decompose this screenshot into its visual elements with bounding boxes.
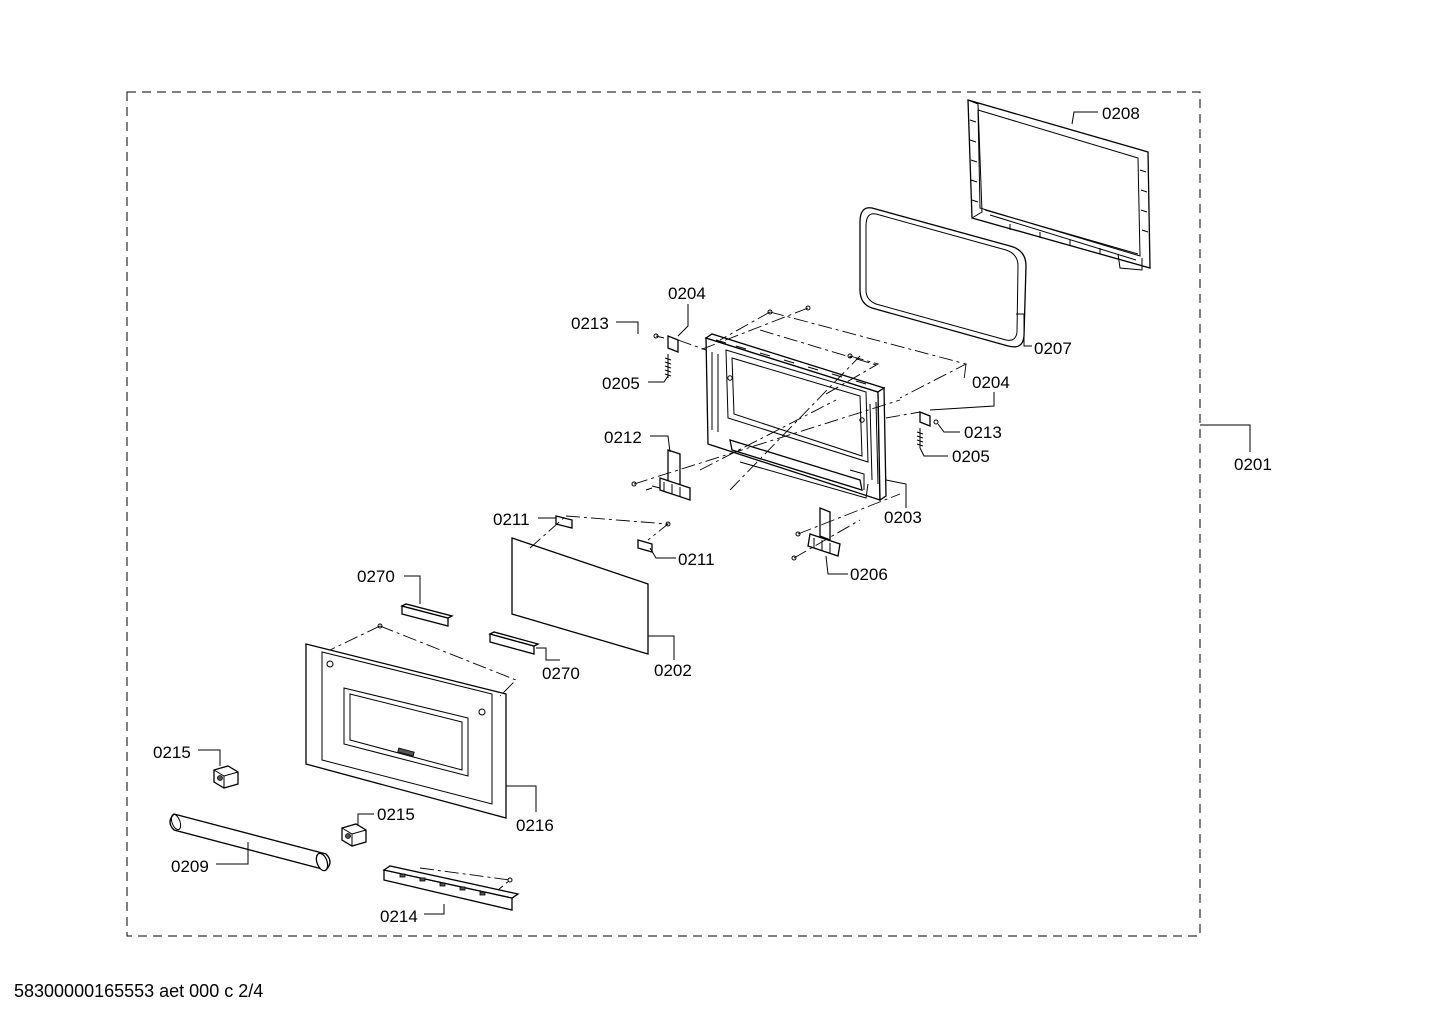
part-0215-handle-mount-lower[interactable] <box>341 823 367 847</box>
label-0201: 0201 <box>1234 455 1272 474</box>
label-0203: 0203 <box>884 508 922 527</box>
part-0202-glass-panel[interactable] <box>511 537 649 655</box>
part-0208-back-frame[interactable] <box>967 99 1151 271</box>
part-0205-spring-right[interactable] <box>916 428 924 448</box>
label-0270-upper: 0270 <box>357 567 395 586</box>
part-0270-trim-strip-lower[interactable] <box>488 631 540 655</box>
label-0216: 0216 <box>516 816 554 835</box>
part-0206-hinge-right[interactable] <box>807 507 841 557</box>
label-0205-left: 0205 <box>602 374 640 393</box>
part-0207-door-seal[interactable] <box>859 207 1027 348</box>
label-0209: 0209 <box>171 857 209 876</box>
part-0213-screw-right[interactable] <box>933 419 939 425</box>
label-0202: 0202 <box>654 661 692 680</box>
label-0205-right: 0205 <box>952 447 990 466</box>
label-0206: 0206 <box>850 565 888 584</box>
part-0214-bottom-strip[interactable] <box>382 865 520 911</box>
label-0204-right: 0204 <box>972 373 1010 392</box>
document-footer: 58300000165553 aet 000 c 2/4 <box>14 981 264 1001</box>
label-0212: 0212 <box>604 428 642 447</box>
part-0270-trim-strip-upper[interactable] <box>400 603 454 627</box>
part-0211-clip-left[interactable] <box>555 515 573 529</box>
label-0211-right: 0211 <box>678 550 715 569</box>
part-0216-outer-door-glass[interactable] <box>305 643 507 819</box>
part-0211-clip-right[interactable] <box>637 539 653 553</box>
part-labels: 0208 0207 0201 0213 0204 0205 0204 0213 … <box>153 104 1272 926</box>
label-0270-lower: 0270 <box>542 664 580 683</box>
label-0211-left: 0211 <box>493 510 530 529</box>
assembly-lines <box>329 307 968 891</box>
label-0215-upper: 0215 <box>153 743 191 762</box>
label-0215-lower: 0215 <box>377 805 415 824</box>
label-0214: 0214 <box>380 907 418 926</box>
part-0204-bracket-left[interactable] <box>667 335 679 353</box>
part-0215-handle-mount-upper[interactable] <box>213 765 239 789</box>
label-0208: 0208 <box>1102 104 1140 123</box>
label-0213-left: 0213 <box>571 314 609 333</box>
leader-lines <box>198 111 1251 915</box>
label-0207: 0207 <box>1034 339 1072 358</box>
part-0213-screw-left[interactable] <box>653 333 665 339</box>
label-0204-left: 0204 <box>668 284 706 303</box>
part-0205-spring-left[interactable] <box>664 354 672 378</box>
label-0213-right: 0213 <box>964 423 1002 442</box>
part-0209-handle-bar[interactable] <box>169 813 331 872</box>
part-0204-bracket-right[interactable] <box>919 411 931 427</box>
assembly-boundary <box>126 91 1201 937</box>
part-0212-hinge-left[interactable] <box>645 449 691 501</box>
part-0203-inner-door-frame[interactable] <box>704 333 887 502</box>
